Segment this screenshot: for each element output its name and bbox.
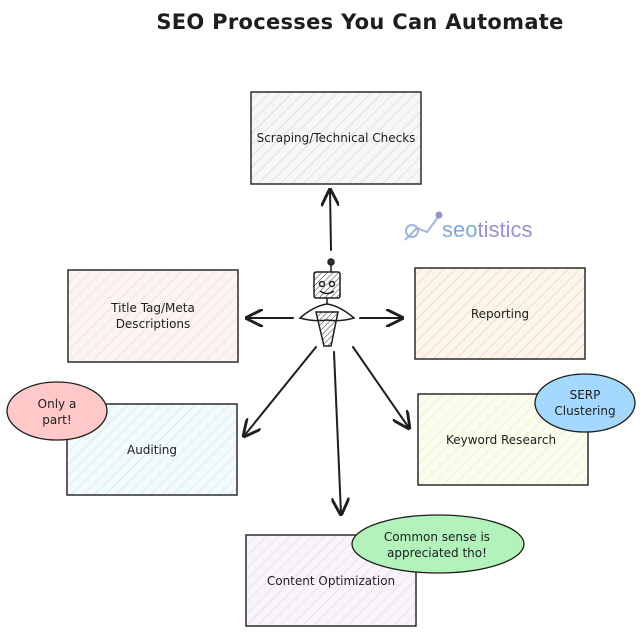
- box-label-title-tag-line2: Descriptions: [116, 317, 191, 331]
- bubble-serp-line2: Clustering: [554, 404, 615, 418]
- box-scraping-technical-checks: Scraping/Technical Checks: [250, 91, 422, 185]
- box-label-auditing: Auditing: [127, 443, 177, 457]
- diagram-title: SEO Processes You Can Automate: [156, 10, 563, 34]
- bubble-common-sense: Common sense is appreciated tho!: [351, 514, 525, 574]
- logo-text-tistics: tistics: [477, 217, 532, 242]
- logo-text-seo: seo: [442, 217, 477, 242]
- bubble-common-sense-line2: appreciated tho!: [387, 546, 487, 560]
- arrow-to-keyword: [352, 346, 409, 428]
- box-label-content-optimization: Content Optimization: [267, 574, 395, 588]
- arrow-to-scraping: [330, 190, 331, 251]
- svg-text:seotistics: seotistics: [442, 217, 532, 242]
- arrow-to-content: [334, 351, 341, 514]
- seotistics-logo: seotistics: [404, 211, 532, 242]
- bubble-only-a-part-line2: part!: [42, 413, 71, 427]
- box-label-reporting: Reporting: [471, 307, 529, 321]
- box-reporting: Reporting: [414, 267, 586, 360]
- bubble-serp-line1: SERP: [570, 388, 601, 402]
- arrows: [244, 190, 409, 514]
- bubble-only-a-part-line1: Only a: [38, 397, 77, 411]
- box-label-title-tag-line1: Title Tag/Meta: [110, 301, 195, 315]
- bubble-common-sense-line1: Common sense is: [384, 530, 490, 544]
- box-title-tag-meta: Title Tag/Meta Descriptions: [67, 269, 239, 363]
- box-label-scraping: Scraping/Technical Checks: [257, 131, 416, 145]
- bubble-serp-clustering: SERP Clustering: [534, 373, 636, 433]
- robot-icon: [298, 258, 356, 347]
- arrow-to-auditing: [244, 346, 317, 436]
- box-auditing: Auditing: [66, 403, 238, 496]
- box-label-keyword-research: Keyword Research: [446, 433, 556, 447]
- bubble-only-a-part: Only a part!: [6, 381, 108, 441]
- chart-line-icon: [404, 211, 443, 241]
